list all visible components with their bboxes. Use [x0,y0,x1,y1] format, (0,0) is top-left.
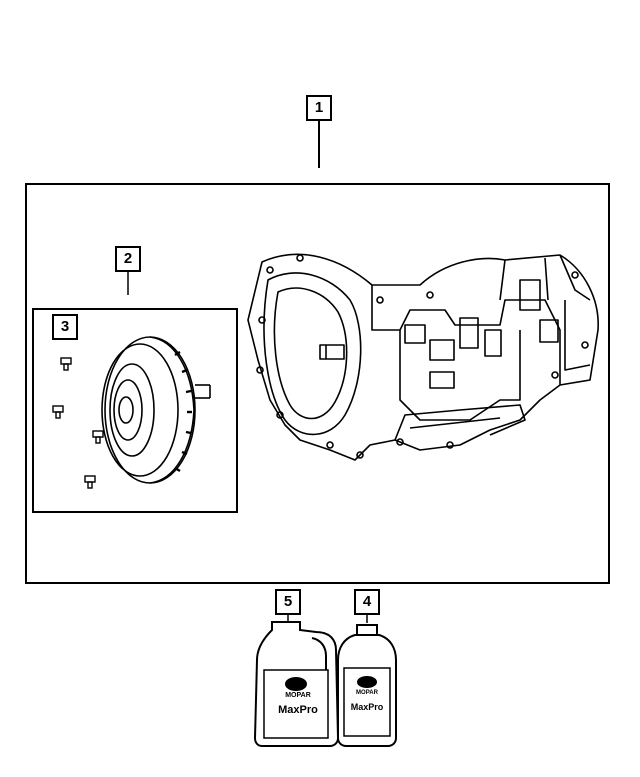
small-bottle-label: MaxPro [350,702,384,712]
transmission-assembly-frame [25,183,610,584]
callout-2: 2 [115,246,141,272]
small-bottle-brand: MOPAR [356,690,378,696]
transmission-drawing [247,253,599,461]
large-fluid-jug [253,621,340,747]
large-jug-brand: MOPAR [285,692,311,699]
callout-5: 5 [275,589,301,615]
callout-3: 3 [52,314,78,340]
torque-converter-drawing [101,336,211,484]
large-jug-label: MaxPro [278,704,318,716]
callout-4: 4 [354,589,380,615]
small-fluid-bottle [337,624,397,747]
torque-converter-frame [32,308,238,513]
callout-1: 1 [306,95,332,121]
converter-bolts [52,357,104,489]
